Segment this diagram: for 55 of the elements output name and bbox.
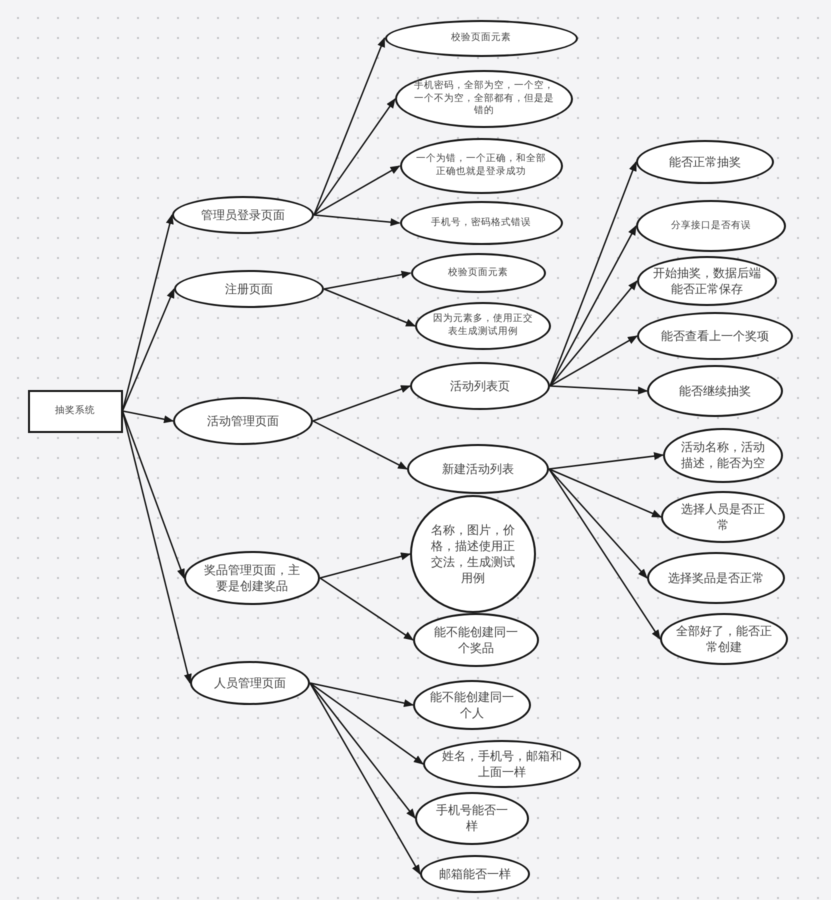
ellipse-node: 选择奖品是否正常	[647, 552, 785, 604]
ellipse-node: 活动列表页	[410, 362, 550, 410]
arrow	[548, 468, 648, 579]
ellipse-node: 注册页面	[174, 270, 324, 308]
arrow	[548, 452, 664, 470]
ellipse-node: 邮箱能否一样	[420, 855, 530, 893]
arrow	[309, 682, 416, 819]
ellipse-node: 新建活动列表	[407, 444, 549, 494]
arrow	[314, 165, 400, 216]
ellipse-node: 开始抽奖，数据后端能否正常保存	[637, 256, 777, 306]
arrow	[312, 420, 408, 470]
ellipse-node: 能否查看上一个奖项	[637, 312, 793, 360]
ellipse-node: 因为元素多，使用正交表生成测试用例	[415, 302, 551, 350]
ellipse-node: 管理员登录页面	[172, 196, 314, 234]
ellipse-node: 人员管理页面	[190, 661, 310, 705]
ellipse-node: 校验页面元素	[384, 20, 578, 56]
arrow	[313, 37, 386, 216]
arrow	[309, 682, 421, 875]
arrow	[122, 288, 175, 412]
ellipse-node: 能否正常抽奖	[636, 140, 774, 184]
arrow	[122, 410, 192, 684]
ellipse-node: 奖品管理页面，主要是创建奖品	[184, 551, 320, 605]
arrow	[310, 682, 414, 708]
arrow	[324, 288, 416, 327]
arrow	[122, 410, 185, 579]
arrow	[122, 410, 174, 424]
arrow	[310, 682, 424, 765]
ellipse-node: 全部好了，能否正常创建	[660, 613, 788, 665]
arrow	[324, 270, 412, 290]
ellipse-node: 手机密码，全部为空，一个空，一个不为空，全部都有，但是是错的	[395, 70, 573, 128]
ellipse-node: 一个为错，一个正确，和全部正确也就是登录成功	[400, 138, 562, 194]
arrow	[313, 98, 396, 216]
arrow	[320, 552, 411, 579]
ellipse-node: 能不能创建同一个奖品	[413, 613, 539, 667]
root-box: 抽奖系统	[28, 390, 122, 432]
ellipse-node: 能否继续抽奖	[647, 365, 783, 417]
ellipse-node: 名称，图片，价格，描述使用正交法，生成测试用例	[410, 495, 536, 613]
ellipse-node: 选择人员是否正常	[661, 491, 785, 543]
ellipse-node: 能不能创建同一个人	[413, 680, 531, 730]
ellipse-node: 分享接口是否有误	[636, 200, 786, 252]
ellipse-node: 活动管理页面	[173, 397, 313, 445]
ellipse-node: 手机号，密码格式错误	[400, 201, 562, 245]
ellipse-node: 手机号能否一样	[415, 792, 529, 844]
arrow	[312, 385, 411, 422]
arrow	[549, 280, 638, 386]
arrow	[320, 577, 414, 641]
ellipse-node: 校验页面元素	[410, 253, 546, 293]
arrow	[548, 468, 662, 518]
arrow	[548, 468, 661, 640]
ellipse-node: 姓名，手机号，邮箱和上面一样	[423, 740, 581, 788]
ellipse-node: 活动名称，活动描述，能否为空	[663, 428, 783, 482]
arrow	[314, 214, 400, 226]
arrow	[550, 385, 648, 395]
arrow	[550, 335, 638, 387]
arrow	[549, 161, 637, 386]
